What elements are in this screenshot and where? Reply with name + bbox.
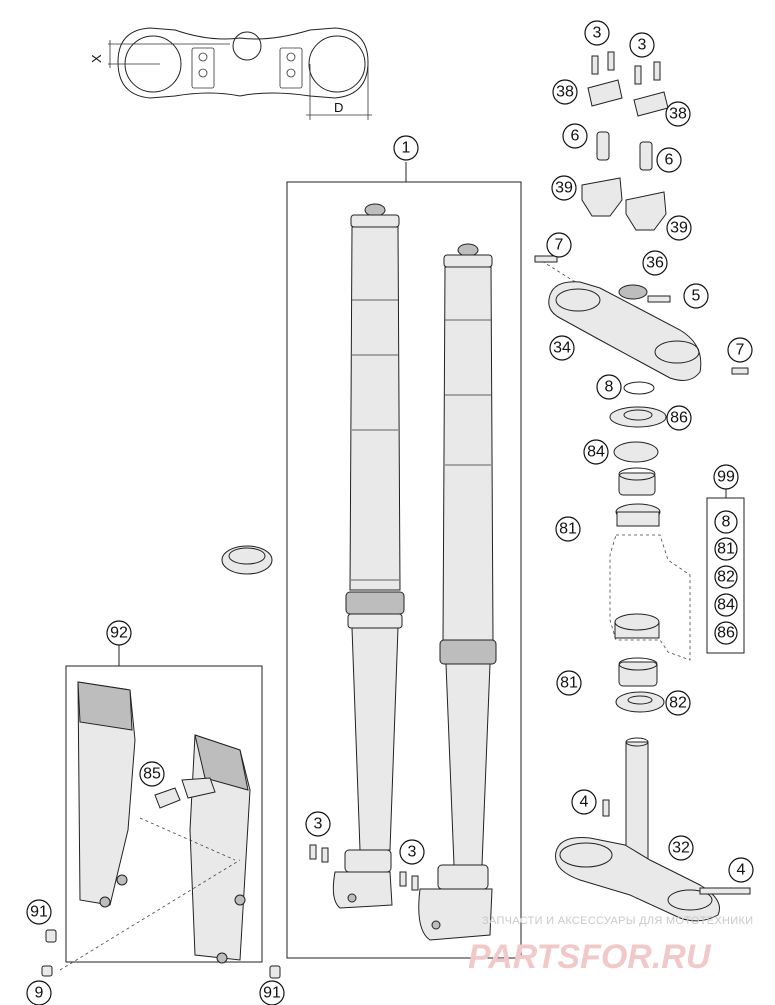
svg-text:8: 8	[605, 379, 614, 396]
svg-text:7: 7	[736, 342, 745, 359]
callout-7-top: 7	[546, 232, 572, 258]
axle-clamp-screws-left	[309, 844, 329, 863]
svg-text:4: 4	[580, 794, 589, 811]
kit-item-8: 8	[714, 510, 738, 534]
callout-38-right: 38	[665, 101, 691, 127]
kit-item-82: 82	[714, 565, 738, 589]
svg-text:6: 6	[665, 152, 674, 169]
svg-text:5: 5	[692, 288, 701, 305]
fork-protector-right	[189, 734, 251, 964]
callout-5: 5	[683, 283, 709, 309]
callout-86: 86	[666, 405, 692, 431]
svg-text:38: 38	[669, 106, 687, 123]
svg-text:9: 9	[35, 985, 44, 1002]
callout-38-left: 38	[552, 79, 578, 105]
svg-text:34: 34	[553, 340, 571, 357]
triple-clamp-plan-view	[108, 27, 372, 120]
callout-81-lower: 81	[556, 670, 582, 696]
svg-text:92: 92	[110, 625, 128, 642]
fork-group-frame	[286, 181, 522, 959]
protector-screws	[41, 929, 281, 979]
svg-text:38: 38	[556, 84, 574, 101]
svg-text:6: 6	[571, 128, 580, 145]
left-fork-leg	[332, 203, 405, 909]
callout-84: 84	[583, 439, 609, 465]
callout-92: 92	[106, 620, 132, 646]
svg-text:36: 36	[646, 255, 664, 272]
callout-3-top-left: 3	[584, 20, 610, 46]
brake-line-guide	[154, 777, 216, 809]
kit-item-81: 81	[714, 537, 738, 561]
callout-91-right: 91	[259, 980, 285, 1005]
rubber-bushings	[596, 131, 653, 171]
callout-39-left: 39	[551, 175, 577, 201]
callout-6-right: 6	[656, 147, 682, 173]
svg-text:85: 85	[143, 766, 161, 783]
lower-triple-clamp	[555, 737, 751, 922]
callout-3-left-leg: 3	[305, 811, 331, 837]
svg-text:91: 91	[30, 904, 48, 921]
svg-text:8: 8	[722, 514, 731, 531]
svg-text:3: 3	[638, 37, 647, 54]
svg-text:84: 84	[587, 444, 605, 461]
dimension-x-label: X	[89, 54, 104, 63]
callout-99: 99	[713, 464, 739, 490]
kit-item-84: 84	[714, 593, 738, 617]
dimension-d-label: D	[334, 100, 343, 115]
fork-protector-left	[77, 681, 136, 908]
svg-text:82: 82	[717, 569, 735, 586]
svg-text:39: 39	[670, 220, 688, 237]
steering-head-outline	[609, 534, 691, 661]
svg-text:81: 81	[559, 521, 577, 538]
svg-text:81: 81	[560, 675, 578, 692]
svg-text:7: 7	[555, 237, 564, 254]
fork-protector-frame	[65, 665, 263, 963]
callout-36: 36	[642, 250, 668, 276]
handlebar-clamp-lower	[581, 177, 667, 231]
callout-81-upper: 81	[555, 516, 581, 542]
svg-text:4: 4	[737, 862, 746, 879]
callout-39-right: 39	[666, 215, 692, 241]
svg-text:84: 84	[717, 597, 735, 614]
callout-4-top: 4	[571, 789, 597, 815]
svg-text:91: 91	[263, 985, 281, 1002]
svg-text:82: 82	[669, 695, 687, 712]
svg-text:86: 86	[717, 625, 735, 642]
callout-82: 82	[665, 690, 691, 716]
callout-3-top-right: 3	[629, 32, 655, 58]
lower-bearing-parts	[614, 613, 665, 713]
svg-text:86: 86	[670, 410, 688, 427]
callout-3-right-leg: 3	[399, 839, 425, 865]
svg-text:3: 3	[408, 844, 417, 861]
callout-34: 34	[549, 335, 575, 361]
svg-text:3: 3	[314, 816, 323, 833]
watermark-tagline: ЗАПЧАСТИ И АКСЕССУАРЫ ДЛЯ МОТОТЕХНИКИ	[482, 915, 753, 927]
callout-7-bottom: 7	[727, 337, 753, 363]
svg-text:81: 81	[717, 541, 735, 558]
callout-8: 8	[596, 374, 622, 400]
bearing-stack	[609, 381, 667, 527]
right-fork-leg	[418, 243, 497, 941]
callout-1: 1	[393, 135, 419, 161]
loose-ring	[221, 545, 273, 575]
kit-item-86: 86	[714, 621, 738, 645]
callout-91-left: 91	[26, 899, 52, 925]
svg-text:3: 3	[593, 25, 602, 42]
callout-4-bottom: 4	[728, 857, 754, 883]
callout-85: 85	[139, 761, 165, 787]
svg-text:99: 99	[717, 469, 735, 486]
callout-6-left: 6	[562, 123, 588, 149]
watermark-brand: PARTSFOR.RU	[468, 938, 712, 976]
callout-9: 9	[26, 980, 52, 1005]
axle-clamp-screws-right	[399, 871, 419, 891]
callout-32: 32	[668, 835, 694, 861]
svg-text:39: 39	[555, 180, 573, 197]
svg-text:32: 32	[672, 840, 690, 857]
upper-triple-clamp	[534, 255, 749, 381]
svg-text:1: 1	[402, 140, 411, 157]
handlebar-clamp-upper	[587, 79, 669, 117]
clamp-screws-top	[591, 51, 661, 85]
